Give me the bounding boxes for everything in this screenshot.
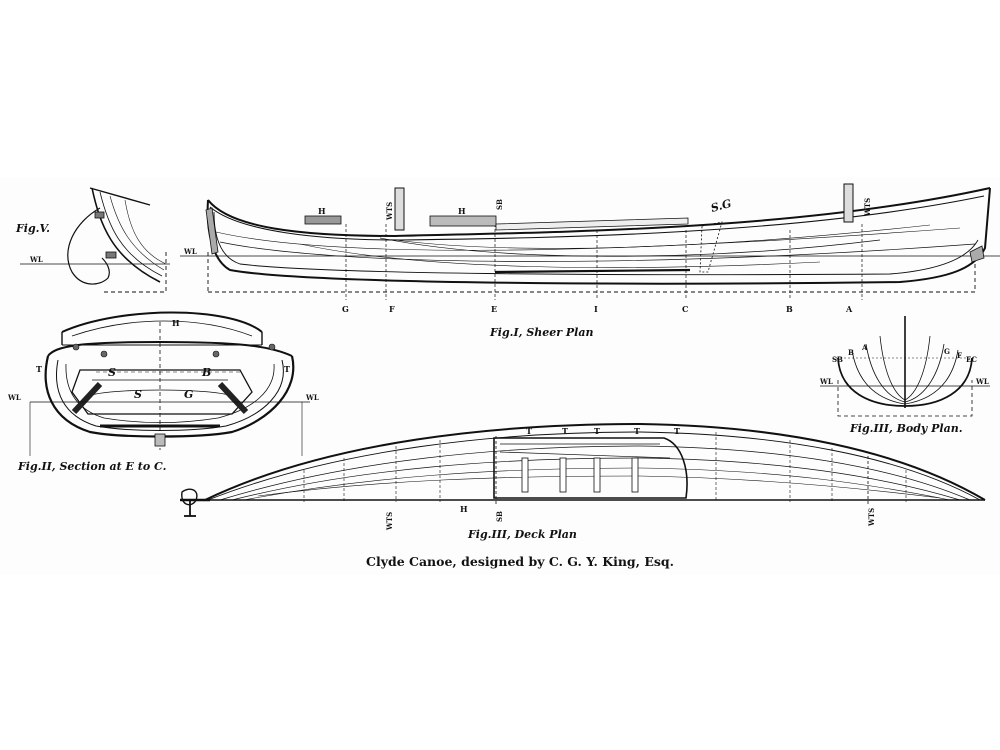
fig1-wl-label: WL bbox=[183, 247, 197, 256]
fig3-deck-mark-t4: T bbox=[634, 426, 640, 436]
fig3-body-title: Fig.III, Body Plan. bbox=[849, 422, 963, 435]
fig3-deck-mark-t2: T bbox=[562, 426, 568, 436]
fig3-deck-mark-h: H bbox=[460, 504, 468, 514]
fig3-deck-mark-t1: T bbox=[526, 426, 532, 436]
fig1-mark-sb: SB bbox=[495, 199, 504, 210]
fig2-mark-b: B bbox=[201, 366, 211, 379]
fig1-station-f: F bbox=[389, 304, 395, 314]
fig3-deck-mark-sb: SB bbox=[495, 511, 504, 522]
fig2-wl-right: WL bbox=[305, 393, 319, 402]
fig1-station-i: I bbox=[594, 304, 598, 314]
fig2-mark-s1: S bbox=[108, 366, 116, 379]
fig3-body-plan bbox=[820, 316, 990, 417]
fig3-deck-plan bbox=[180, 422, 986, 517]
fig5-wl-label: WL bbox=[29, 255, 43, 264]
fig5-title: Fig.V. bbox=[15, 222, 50, 235]
fig1-mark-h2: H bbox=[458, 206, 466, 216]
fig3-body-mark-sb: SB bbox=[832, 355, 843, 364]
fig1-mark-wts1: WTS bbox=[385, 202, 394, 221]
fig3-deck-mark-t5: T bbox=[674, 426, 680, 436]
fig2-section bbox=[29, 311, 310, 456]
fig3-deck-mark-wts2: WTS bbox=[867, 508, 876, 527]
fig1-station-c: C bbox=[682, 304, 688, 314]
fig1-mark-wts2: WTS bbox=[863, 198, 872, 217]
fig3-body-mark-a: A bbox=[861, 343, 868, 352]
fig1-station-a: A bbox=[845, 304, 853, 314]
fig2-mark-t-left: T bbox=[36, 364, 42, 374]
fig2-wl-left: WL bbox=[7, 393, 21, 402]
fig3-body-wl-right: WL bbox=[975, 377, 989, 386]
fig2-mark-g: G bbox=[184, 388, 193, 401]
fig3-deck-title: Fig.III, Deck Plan bbox=[467, 528, 577, 541]
fig3-body-mark-ec: EC bbox=[966, 355, 977, 364]
fig1-station-e: E bbox=[491, 304, 497, 314]
fig3-body-wl-left: WL bbox=[819, 377, 833, 386]
fig3-body-mark-b: B bbox=[848, 348, 854, 357]
fig2-title: Fig.II, Section at E to C. bbox=[17, 460, 167, 473]
fig3-deck-mark-t3: T bbox=[594, 426, 600, 436]
fig2-mark-s2: S bbox=[134, 388, 142, 401]
plate-caption: Clyde Canoe, designed by C. G. Y. King, … bbox=[366, 554, 674, 569]
fig1-station-g: G bbox=[342, 304, 349, 314]
fig3-body-mark-g: G bbox=[944, 347, 950, 356]
fig3-deck-mark-wts1: WTS bbox=[385, 512, 394, 531]
fig1-title: Fig.I, Sheer Plan bbox=[489, 326, 593, 339]
fig5-detail bbox=[20, 187, 170, 293]
fig3-body-mark-f: F bbox=[957, 351, 962, 360]
fig1-mark-h1: H bbox=[318, 206, 326, 216]
fig2-mark-t-right: T bbox=[284, 364, 290, 374]
fig2-mark-h: H bbox=[172, 318, 180, 328]
fig1-mark-sg: S.G bbox=[709, 197, 732, 215]
fig1-station-b: B bbox=[786, 304, 793, 314]
fig1-sheer-hull bbox=[180, 183, 1000, 300]
